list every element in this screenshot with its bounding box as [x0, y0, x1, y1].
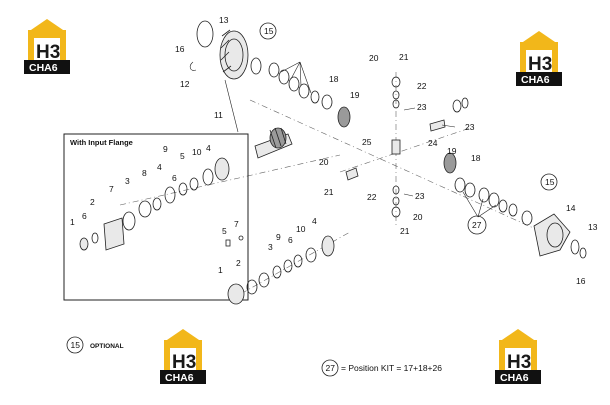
callout-15-top — [259, 22, 277, 40]
label-2-lower: 2 — [236, 258, 241, 268]
label-20-top: 20 — [369, 53, 379, 63]
legend: 15 OPTIONAL 27 = Position KIT = 17+18+26 — [71, 340, 443, 373]
part-labels-main: 13 16 12 15 11 18 19 20 21 22 23 23 24 2… — [175, 15, 598, 286]
label-18-right: 18 — [471, 153, 481, 163]
logo-brand-text: CHA6 — [29, 62, 58, 74]
assembly-axes — [119, 72, 561, 301]
label-25: 25 — [362, 137, 372, 147]
h3-logo-top-left: H3 CHA6 — [24, 19, 70, 74]
label-10-lower: 10 — [296, 224, 306, 234]
label-21-top: 21 — [399, 52, 409, 62]
label-13-top: 13 — [219, 15, 229, 25]
inset-label-8: 8 — [142, 168, 147, 178]
label-16-top: 16 — [175, 44, 185, 54]
inset-title: With Input Flange — [70, 138, 133, 147]
label-23-right: 23 — [465, 122, 475, 132]
label-24: 24 — [428, 138, 438, 148]
differential-spider — [337, 76, 469, 218]
inset-label-9: 9 — [163, 144, 168, 154]
label-21-left: 21 — [324, 187, 334, 197]
inset-label-3: 3 — [125, 176, 130, 186]
label-3-lower: 3 — [268, 242, 273, 252]
label-19-right: 19 — [447, 146, 457, 156]
label-14: 14 — [566, 203, 576, 213]
inset-label-6: 6 — [172, 173, 177, 183]
legend-optional-number: 15 — [71, 340, 81, 350]
h3-logo-bottom-right: H3 CHA6 — [495, 329, 541, 384]
label-20-bottom: 20 — [413, 212, 423, 222]
legend-optional-text: OPTIONAL — [90, 343, 124, 350]
label-23-bottom: 23 — [415, 191, 425, 201]
lower-bearing-group — [225, 235, 335, 305]
label-9-lower: 9 — [276, 232, 281, 242]
pinion-shaft — [254, 127, 293, 159]
label-27: 27 — [472, 220, 482, 230]
label-18-top: 18 — [329, 74, 339, 84]
inset-label-1: 1 — [70, 217, 75, 227]
inset-label-5: 5 — [180, 151, 185, 161]
label-23-top: 23 — [417, 102, 427, 112]
legend-callout-15 — [66, 336, 84, 354]
logo-brand-text: CHA6 — [165, 372, 194, 384]
callout-27 — [467, 215, 487, 235]
inset-label-7: 7 — [109, 184, 114, 194]
label-21-bottom: 21 — [400, 226, 410, 236]
differential-case-group — [454, 177, 587, 259]
label-22-bottom: 22 — [367, 192, 377, 202]
legend-kit-number: 27 — [326, 363, 336, 373]
legend-callout-27 — [321, 359, 339, 377]
callout-15-right — [540, 173, 558, 191]
inset-label-4: 4 — [157, 162, 162, 172]
inset-label-10: 10 — [192, 147, 202, 157]
logo-brand-text: CHA6 — [500, 372, 529, 384]
inset-label-2: 2 — [90, 197, 95, 207]
label-12: 12 — [180, 79, 190, 89]
h3-logo-top-right: H3 CHA6 — [516, 31, 562, 86]
label-7: 7 — [234, 219, 239, 229]
crown-wheel-group — [189, 20, 333, 133]
logo-h3-text: H3 — [36, 42, 60, 63]
inset-label-6-small: 6 — [82, 211, 87, 221]
label-19-top: 19 — [350, 90, 360, 100]
logo-h3-text: H3 — [172, 352, 196, 373]
inset-label-4-top: 4 — [206, 143, 211, 153]
callout-circles — [66, 22, 558, 377]
label-6-lower: 6 — [288, 235, 293, 245]
logo-brand-text: CHA6 — [521, 74, 550, 86]
label-15-right: 15 — [545, 177, 555, 187]
legend-kit-text: = Position KIT = 17+18+26 — [341, 363, 442, 373]
label-16-right: 16 — [576, 276, 586, 286]
logo-h3-text: H3 — [528, 54, 552, 75]
logo-h3-text: H3 — [507, 352, 531, 373]
input-flange-inset: With Input Flange — [63, 133, 249, 301]
label-5: 5 — [222, 226, 227, 236]
label-20-left: 20 — [319, 157, 329, 167]
label-22-top: 22 — [417, 81, 427, 91]
label-11: 11 — [214, 110, 223, 120]
label-13-right: 13 — [588, 222, 598, 232]
part-labels-inset: 9 5 10 4 7 8 6 4 3 2 1 6 — [70, 143, 211, 227]
label-1-lower: 1 — [218, 265, 223, 275]
h3-logo-bottom-center: H3 CHA6 — [160, 329, 206, 384]
label-4-lower: 4 — [312, 216, 317, 226]
label-15-top: 15 — [264, 26, 274, 36]
